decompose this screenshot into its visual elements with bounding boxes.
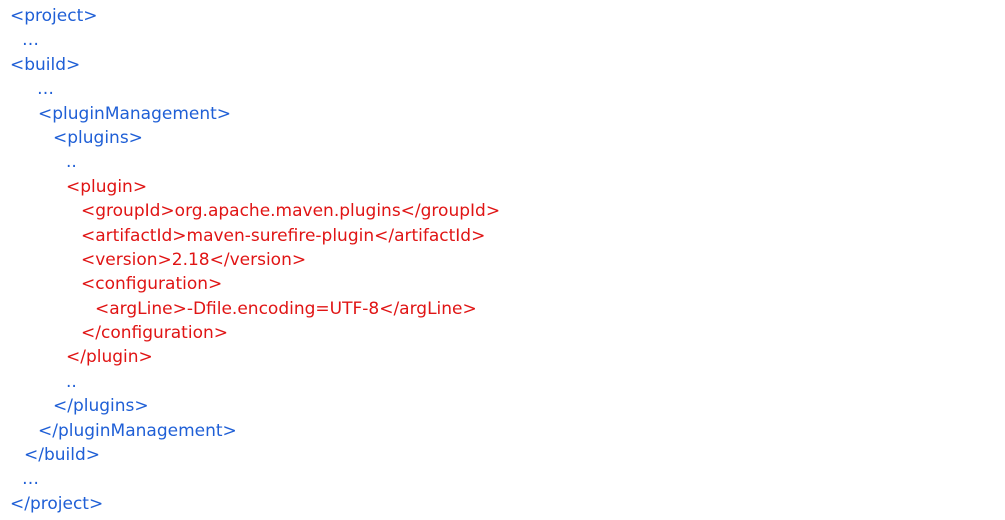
code-line-plugin-close: </plugin>: [66, 347, 153, 368]
code-line-ellipsis: …: [22, 30, 39, 51]
code-line-project-open: <project>: [10, 6, 98, 26]
code-line-argline: <argLine>-Dfile.encoding=UTF-8</argLine>: [95, 298, 477, 319]
code-line-pluginmanagement-open: <pluginManagement>: [38, 103, 232, 124]
code-line-artifactid: <artifactId>maven-surefire-plugin</artif…: [81, 225, 486, 246]
code-line-pluginmanagement-close: </pluginManagement>: [38, 420, 237, 441]
code-line-ellipsis: …: [22, 469, 39, 490]
code-line-ellipsis: …: [37, 79, 54, 100]
code-line-configuration-close: </configuration>: [81, 323, 228, 344]
code-line-version: <version>2.18</version>: [81, 249, 307, 270]
code-line-groupid: <groupId>org.apache.maven.plugins</group…: [81, 201, 501, 222]
code-line-ellipsis: ..: [66, 371, 77, 392]
code-line-plugin-open: <plugin>: [66, 176, 148, 197]
code-line-plugins-open: <plugins>: [53, 127, 143, 148]
code-line-configuration-open: <configuration>: [81, 274, 223, 295]
code-line-plugins-close: </plugins>: [53, 396, 149, 417]
code-line-build-open: <build>: [10, 54, 81, 75]
code-line-project-close: </project>: [10, 493, 104, 514]
code-line-build-close: </build>: [24, 445, 101, 466]
code-line-ellipsis: ..: [66, 152, 77, 173]
